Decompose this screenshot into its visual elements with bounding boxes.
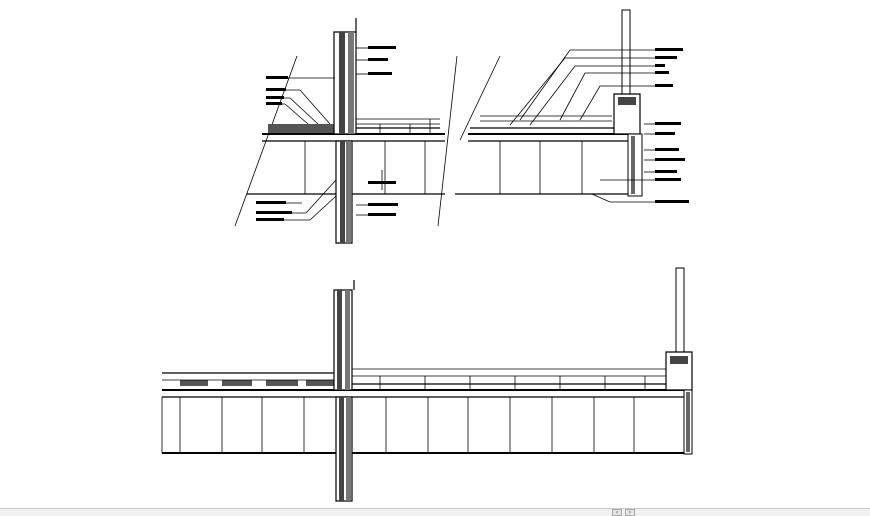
chevron-right-icon[interactable]: › [625, 509, 635, 516]
chevron-left-icon[interactable]: ‹ [612, 509, 622, 516]
detail-left [235, 18, 457, 243]
detail-right [455, 10, 689, 203]
full-section [162, 268, 692, 501]
horizontal-scrollbar[interactable] [0, 508, 870, 516]
